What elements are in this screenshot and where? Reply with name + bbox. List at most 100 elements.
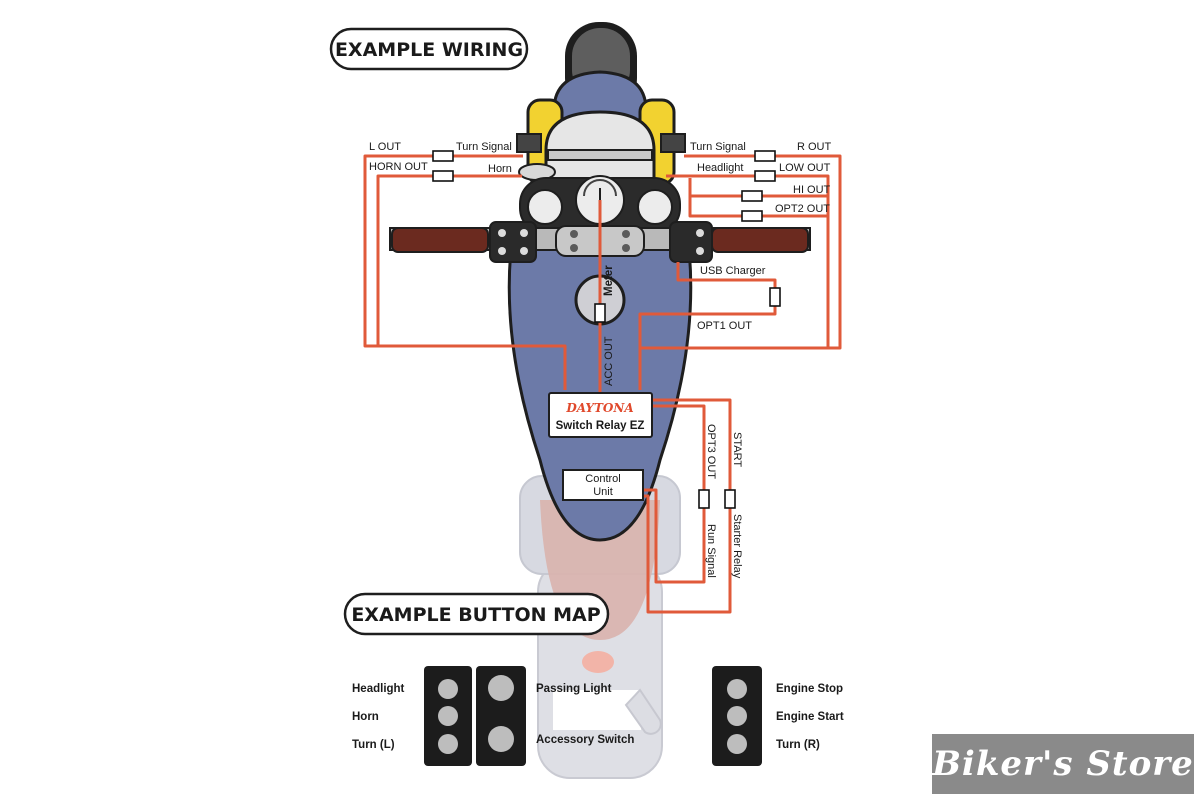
- button-turn-left: [438, 734, 458, 754]
- clamp-bolt: [622, 244, 630, 252]
- control-unit-box: [562, 469, 644, 501]
- motorcycle-illustration: [389, 22, 811, 779]
- label-horn-out: HORN OUT: [369, 161, 428, 173]
- clamp-bolt: [570, 244, 578, 252]
- wire-usb-charger: [676, 262, 777, 288]
- button-label: Accessory Switch: [536, 734, 634, 746]
- brand-logo: DAYTONA: [565, 401, 633, 415]
- switch-relay-box: [548, 392, 653, 438]
- left-switch-pod: [489, 221, 537, 263]
- left-pod-dot: [498, 247, 506, 255]
- button-label: Headlight: [352, 683, 405, 695]
- button-turn-right: [727, 734, 747, 754]
- label-horn: Horn: [488, 163, 512, 175]
- label-hi-out: HI OUT: [793, 184, 831, 196]
- button-label: Engine Stop: [776, 683, 843, 695]
- button-accessory-switch: [488, 726, 514, 752]
- clamp-bolt: [570, 230, 578, 238]
- label-r-out: R OUT: [797, 141, 832, 153]
- exhaust: [624, 688, 662, 735]
- right-pod-dot: [696, 229, 704, 237]
- label-turn-signal-right: Turn Signal: [690, 141, 746, 153]
- heading-wiring-frame: [329, 27, 529, 71]
- connector-r-out: [754, 150, 776, 162]
- button-passing-light: [488, 675, 514, 701]
- label-l-out: L OUT: [369, 141, 401, 153]
- wiring: [363, 154, 842, 614]
- right-pod-dot: [696, 247, 704, 255]
- speedometer-scale: [583, 179, 617, 197]
- connector-usb-charger: [769, 287, 781, 307]
- button-label: Engine Start: [776, 711, 844, 723]
- wire-opt1-out: [638, 306, 777, 348]
- right-gauge: [637, 189, 673, 225]
- watermark-stamp: Biker's Store: [932, 734, 1194, 794]
- left-signal-mount: [516, 133, 542, 153]
- left-pod-dot: [520, 229, 528, 237]
- right-switch-pod: [669, 221, 713, 263]
- left-pod-dot: [520, 247, 528, 255]
- connector-horn-out: [432, 170, 454, 182]
- heading-button-map: EXAMPLE BUTTON MAP: [343, 592, 610, 636]
- label-acc-out: ACC OUT: [603, 336, 615, 386]
- watermark-text: Biker's Store: [932, 744, 1194, 784]
- wire-start: [652, 398, 732, 490]
- headlight: [544, 110, 656, 184]
- wire-hi-low-link: [688, 178, 742, 218]
- clamp-bolt: [622, 230, 630, 238]
- control-unit-label: Unit: [593, 486, 613, 498]
- wire-run-signal: [644, 488, 706, 584]
- control-unit-module: Control Unit: [562, 469, 644, 501]
- label-headlight: Headlight: [697, 162, 743, 174]
- wire-r-out: [638, 154, 842, 390]
- wire-l-out: [363, 154, 567, 390]
- switch-relay-module: DAYTONA Switch Relay EZ: [548, 392, 653, 438]
- connector-low-out: [754, 170, 776, 182]
- connector-acc: [594, 303, 606, 323]
- right-signal-mount: [660, 133, 686, 153]
- label-run-signal: Run Signal: [705, 524, 717, 578]
- heading-button-map-text: EXAMPLE BUTTON MAP: [351, 604, 600, 626]
- button-engine-stop: [727, 679, 747, 699]
- connector-l-out: [432, 150, 454, 162]
- heading-wiring: EXAMPLE WIRING: [329, 27, 529, 71]
- wire-opt3-out: [652, 404, 706, 490]
- left-pod-dot: [498, 229, 506, 237]
- label-starter-relay: Starter Relay: [731, 514, 743, 579]
- button-label: Turn (L): [352, 739, 395, 751]
- button-map: Headlight Horn Turn (L) Passing Light Ac…: [352, 666, 844, 766]
- tail-light: [582, 651, 614, 673]
- label-meter: Meter: [603, 265, 615, 296]
- left-gauge: [527, 189, 563, 225]
- label-low-out: LOW OUT: [779, 162, 831, 174]
- label-usb-charger: USB Charger: [700, 265, 766, 277]
- heading-wiring-text: EXAMPLE WIRING: [335, 39, 523, 61]
- connectors: [432, 150, 781, 509]
- wire-labels: L OUT HORN OUT Turn Signal Horn Turn Sig…: [369, 141, 832, 579]
- wire-horn-out: [376, 174, 433, 346]
- label-opt3-out: OPT3 OUT: [705, 424, 717, 479]
- button-label: Horn: [352, 711, 379, 723]
- label-opt1-out: OPT1 OUT: [697, 320, 752, 332]
- wire-low-out: [775, 174, 830, 348]
- label-start: START: [731, 432, 743, 467]
- button-headlight: [438, 679, 458, 699]
- device-name: Switch Relay EZ: [556, 420, 645, 432]
- license-plate: [553, 690, 641, 730]
- wire-starter-relay: [644, 494, 732, 614]
- connector-opt2-out: [741, 210, 763, 222]
- heading-button-map-frame: [343, 592, 610, 636]
- label-turn-signal-left: Turn Signal: [456, 141, 512, 153]
- control-unit-label: Control: [585, 473, 620, 485]
- connector-start: [724, 489, 736, 509]
- button-horn: [438, 706, 458, 726]
- button-label: Passing Light: [536, 683, 612, 695]
- headlight-rim: [547, 149, 653, 161]
- left-grip: [391, 227, 489, 253]
- button-engine-start: [727, 706, 747, 726]
- connector-hi-out: [741, 190, 763, 202]
- right-grip: [711, 227, 809, 253]
- connector-opt3-out: [698, 489, 710, 509]
- button-label: Turn (R): [776, 739, 820, 751]
